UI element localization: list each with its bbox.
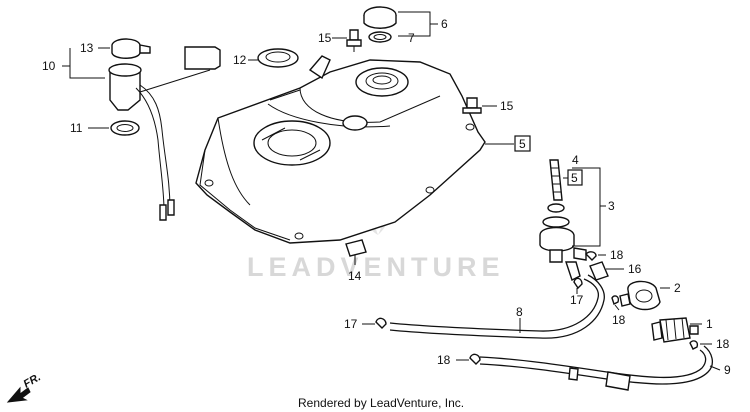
- callout-10: 10: [42, 59, 56, 73]
- tube-clip: [585, 251, 597, 261]
- callout-18-filter: 18: [716, 337, 730, 351]
- callout-9: 9: [724, 363, 731, 377]
- callout-6: 6: [441, 17, 448, 31]
- filler-cap: [363, 6, 397, 29]
- fuel-tube-main: [389, 274, 605, 339]
- callout-14: 14: [348, 269, 362, 283]
- fuel-tank: [195, 55, 486, 244]
- callout-16: 16: [628, 262, 642, 276]
- callout-18-cock: 18: [610, 248, 624, 262]
- render-credit: Rendered by LeadVenture, Inc.: [298, 396, 464, 410]
- callout-1: 1: [706, 317, 713, 331]
- fuel-tube-long: [479, 345, 714, 391]
- callout-15-top: 15: [318, 31, 332, 45]
- front-direction-label: FR.: [22, 371, 43, 390]
- callout-13: 13: [80, 41, 94, 55]
- callout-4: 4: [572, 153, 579, 167]
- callout-5-tank: 5: [514, 135, 531, 152]
- fuel-tube-short: [589, 261, 609, 281]
- svg-text:5: 5: [571, 171, 578, 185]
- callout-12: 12: [233, 53, 247, 67]
- fuel-filter: [651, 317, 699, 343]
- svg-text:5: 5: [519, 137, 526, 151]
- callout-18-valve: 18: [612, 313, 626, 327]
- flange-bolt-right: [462, 97, 482, 114]
- sending-unit-gasket: [110, 120, 140, 136]
- front-direction-arrow-icon: [6, 386, 31, 403]
- callout-2: 2: [674, 281, 681, 295]
- watermark-text: LEADVENTURE: [247, 252, 505, 282]
- filler-cap-gasket: [368, 31, 392, 43]
- callout-17-cock: 17: [570, 293, 584, 307]
- callout-5-cock: 5: [567, 169, 583, 186]
- callout-3: 3: [608, 199, 615, 213]
- callout-17-left: 17: [344, 317, 358, 331]
- callout-18-tube: 18: [437, 353, 451, 367]
- callout-7: 7: [408, 31, 415, 45]
- fuel-sending-unit: [108, 38, 221, 221]
- callout-11: 11: [70, 121, 83, 135]
- caution-label-plate: [345, 239, 367, 257]
- callout-8: 8: [516, 305, 523, 319]
- fuel-valve: [619, 280, 661, 311]
- fuel-cock-assembly: [539, 159, 587, 281]
- flange-bolt-top: [346, 29, 362, 52]
- callout-15-right: 15: [500, 99, 514, 113]
- pump-lock-ring: [257, 48, 299, 68]
